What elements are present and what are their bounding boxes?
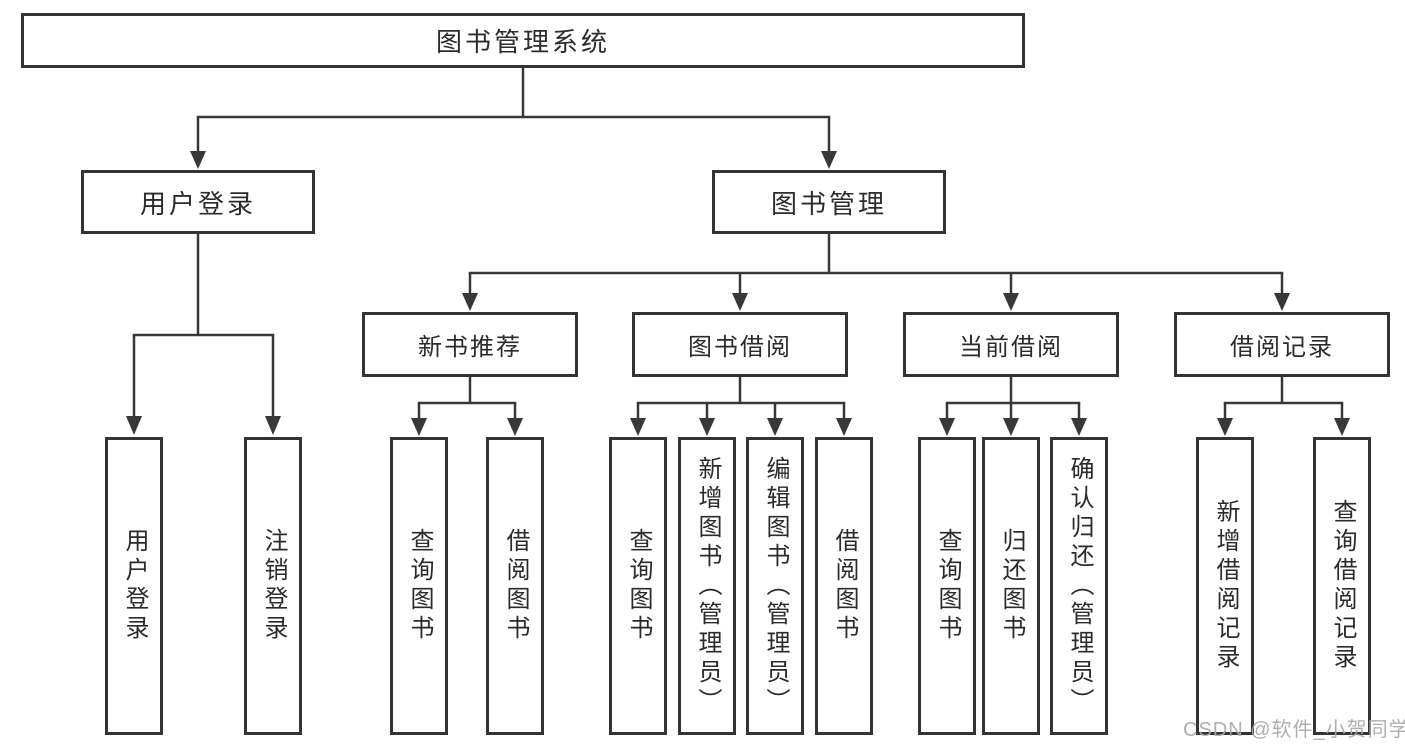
- leaf-edit-book-admin: 编辑图书（管理员）: [746, 437, 804, 735]
- leaf-borrow-books-borrowing-label: 借阅图书: [831, 528, 858, 644]
- leaf-query-books-borrowing-label: 查询图书: [625, 528, 652, 644]
- leaf-return-books-label: 归还图书: [998, 528, 1025, 644]
- leaf-query-books-current: 查询图书: [918, 437, 976, 735]
- leaf-user-login-label: 用户登录: [121, 528, 148, 644]
- node-borrowing-records: 借阅记录: [1174, 312, 1390, 377]
- leaf-return-books: 归还图书: [982, 437, 1040, 735]
- node-new-book-recommend-label: 新书推荐: [418, 334, 522, 361]
- leaf-add-borrow-record-label: 新增借阅记录: [1212, 499, 1239, 673]
- node-current-borrowing-label: 当前借阅: [959, 334, 1063, 361]
- leaf-query-books-recommend: 查询图书: [390, 437, 448, 735]
- leaf-user-login: 用户登录: [105, 437, 163, 735]
- node-book-borrowing-label: 图书借阅: [688, 334, 792, 361]
- node-library-system-label: 图书管理系统: [435, 27, 610, 57]
- node-new-book-recommend: 新书推荐: [362, 312, 578, 377]
- leaf-borrow-books-borrowing: 借阅图书: [815, 437, 873, 735]
- csdn-watermark: CSDN @软件_小贺同学: [1183, 719, 1405, 741]
- leaf-query-books-borrowing: 查询图书: [609, 437, 667, 735]
- leaf-add-book-admin: 新增图书（管理员）: [678, 437, 736, 735]
- node-book-management: 图书管理: [712, 170, 946, 234]
- leaf-query-borrow-record: 查询借阅记录: [1313, 437, 1371, 735]
- node-book-management-label: 图书管理: [770, 188, 887, 219]
- leaf-add-borrow-record: 新增借阅记录: [1196, 437, 1254, 735]
- leaf-borrow-books-recommend: 借阅图书: [486, 437, 544, 735]
- leaf-logout: 注销登录: [244, 437, 302, 735]
- leaf-add-book-admin-label: 新增图书（管理员）: [694, 455, 721, 717]
- leaf-edit-book-admin-label: 编辑图书（管理员）: [762, 455, 789, 717]
- leaf-query-books-recommend-label: 查询图书: [406, 528, 433, 644]
- leaf-confirm-return-admin: 确认归还（管理员）: [1050, 437, 1108, 735]
- node-current-borrowing: 当前借阅: [903, 312, 1119, 377]
- leaf-query-borrow-record-label: 查询借阅记录: [1329, 499, 1356, 673]
- leaf-confirm-return-admin-label: 确认归还（管理员）: [1066, 455, 1093, 717]
- node-user-login-label: 用户登录: [139, 188, 256, 219]
- leaf-query-books-current-label: 查询图书: [934, 528, 961, 644]
- node-borrowing-records-label: 借阅记录: [1230, 334, 1334, 361]
- node-user-login: 用户登录: [81, 170, 315, 234]
- node-book-borrowing: 图书借阅: [632, 312, 848, 377]
- node-library-system: 图书管理系统: [21, 13, 1025, 68]
- leaf-borrow-books-recommend-label: 借阅图书: [502, 528, 529, 644]
- leaf-logout-label: 注销登录: [260, 528, 287, 644]
